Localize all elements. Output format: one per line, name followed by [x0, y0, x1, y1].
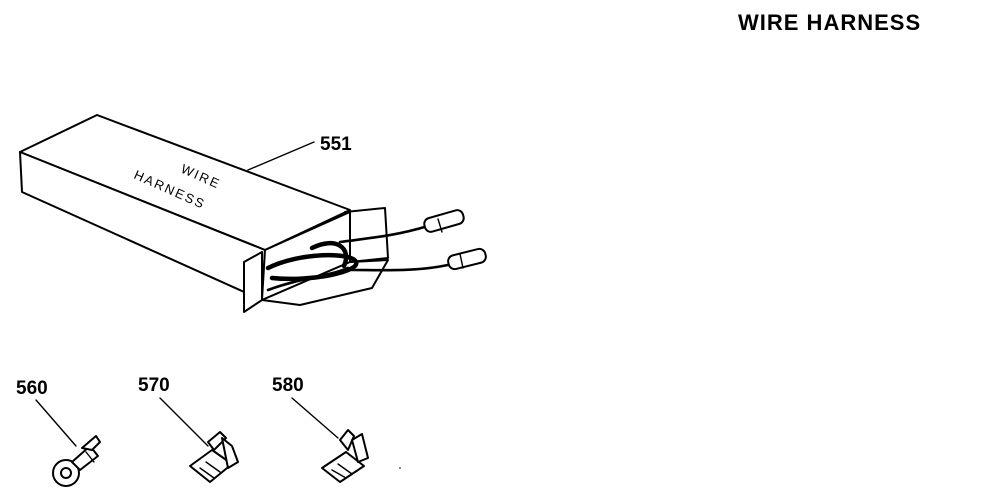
quick-connect-terminal: [321, 429, 369, 483]
diagram-title: WIRE HARNESS: [738, 10, 921, 35]
callout-551: 551: [320, 134, 352, 155]
leader-560: [35, 399, 77, 447]
leader-580: [291, 397, 339, 439]
callout-580: 580: [272, 375, 304, 396]
callout-560: 560: [16, 378, 48, 399]
leader-551: [247, 141, 315, 171]
wire-harness-box: WIRE HARNESS: [19, 114, 487, 313]
flag-terminal: [189, 431, 239, 483]
ring-terminal: [52, 435, 101, 487]
callout-570: 570: [138, 375, 170, 396]
leader-570: [159, 397, 209, 447]
